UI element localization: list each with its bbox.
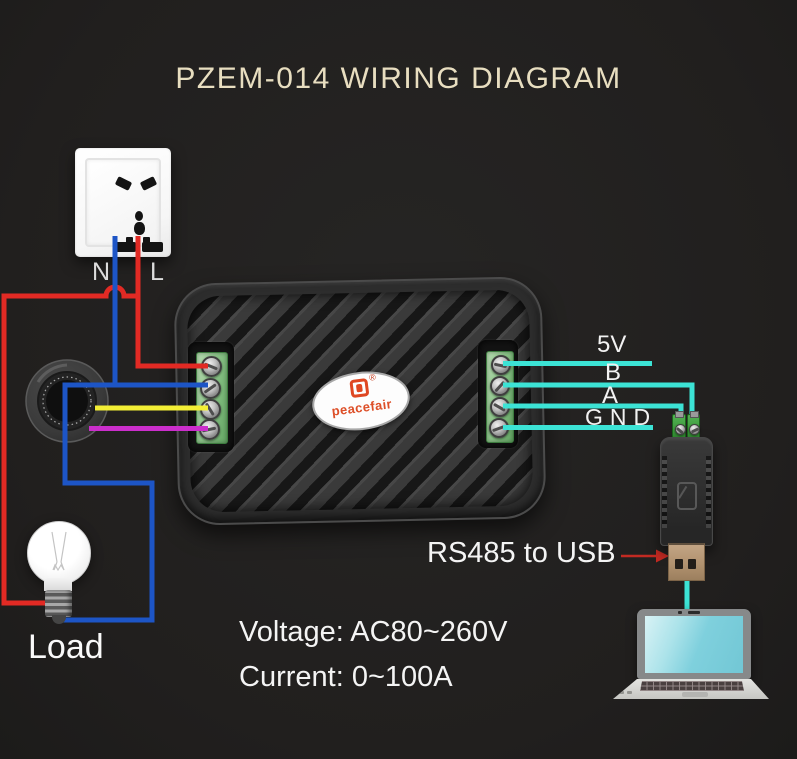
usb-plug — [668, 543, 705, 581]
rs485-terminal-recess — [478, 340, 518, 448]
label-rs485-to-usb: RS485 to USB — [427, 537, 616, 569]
label-neutral: N — [92, 258, 111, 286]
bulb-tip — [52, 615, 66, 624]
label-pin-gnd: GND — [585, 404, 658, 430]
label-pin-5v: 5V — [597, 331, 627, 358]
label-live: L — [150, 258, 164, 286]
terminal-screw — [199, 419, 220, 440]
terminal-tab — [689, 411, 699, 418]
terminal-screw — [674, 424, 686, 435]
bulb-screw-base — [45, 590, 72, 617]
laptop-screen — [637, 609, 751, 679]
ac-terminal-recess — [188, 342, 234, 452]
usb-contact-hole — [675, 559, 683, 569]
wall-socket — [75, 148, 171, 257]
current-transformer — [25, 359, 109, 443]
terminal-screw — [200, 399, 221, 420]
socket-slot-icon — [139, 176, 158, 191]
page-title: PZEM-014 WIRING DIAGRAM — [175, 62, 622, 95]
socket-slot-icon — [114, 176, 133, 191]
bulb-neck — [44, 578, 72, 591]
laptop-foot — [627, 691, 632, 694]
peacefair-logo-icon — [349, 378, 370, 399]
laptop-foot — [619, 691, 624, 694]
terminal-screw — [200, 378, 221, 399]
label-pin-b: B — [605, 359, 622, 386]
adapter-emblem-icon — [677, 482, 697, 510]
bulb-filament-icon — [51, 531, 67, 572]
terminal-screw — [490, 376, 510, 396]
adapter-ridges — [662, 456, 667, 528]
laptop-keyboard — [640, 681, 744, 691]
socket-faceplate — [85, 158, 163, 252]
rs485-usb-adapter — [660, 437, 713, 546]
socket-slot-live — [142, 242, 163, 252]
label-load: Load — [28, 628, 104, 666]
usb-contact-hole — [688, 559, 696, 569]
terminal-tab — [675, 411, 684, 418]
label-pin-a: A — [602, 382, 619, 409]
adapter-ridges — [706, 456, 711, 528]
terminal-screw — [490, 397, 510, 417]
laptop-camera-dot — [678, 611, 682, 614]
label-current-spec: Current: 0~100A — [239, 661, 453, 693]
terminal-screw — [689, 424, 700, 435]
laptop-port-mark — [688, 611, 700, 614]
label-voltage-spec: Voltage: AC80~260V — [239, 616, 508, 648]
adapter-terminal — [672, 411, 700, 441]
registered-mark: ® — [368, 371, 377, 383]
socket-slot-neutral — [114, 242, 136, 252]
terminal-screw — [489, 418, 509, 438]
socket-slot-icon — [135, 211, 143, 221]
brand-name: peacefair — [330, 396, 393, 419]
laptop-base — [613, 679, 769, 699]
socket-slot-icon — [134, 222, 145, 235]
laptop-trackpad — [682, 692, 708, 697]
ac-terminal-block — [196, 352, 228, 444]
adapter-terminal-cell — [686, 411, 700, 441]
light-bulb — [27, 521, 91, 585]
terminal-screw — [491, 355, 511, 375]
terminal-screw — [201, 356, 222, 377]
laptop-display — [645, 616, 743, 673]
rs485-terminal-block — [486, 351, 514, 443]
red-arrow — [621, 549, 669, 563]
